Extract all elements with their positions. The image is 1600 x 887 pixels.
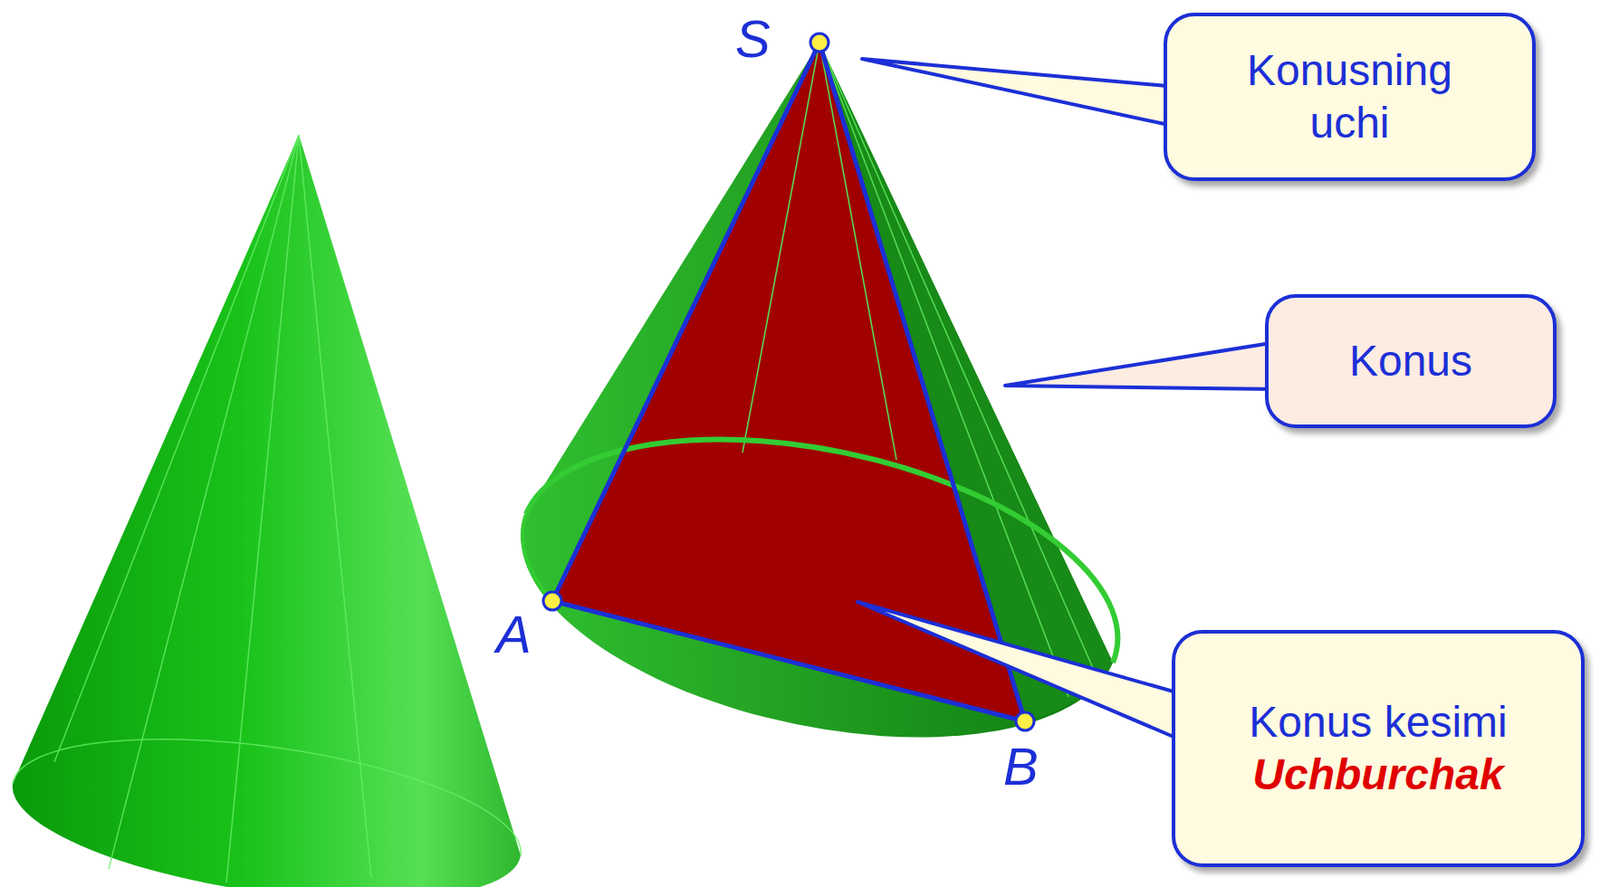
base-point xyxy=(1015,712,1035,731)
callout-box: Konusning uchi xyxy=(1163,12,1536,182)
callout-box: Konus xyxy=(1264,294,1557,429)
point-label: S xyxy=(735,12,771,66)
base-point xyxy=(543,592,562,611)
callout-text: Uchburchak xyxy=(1252,748,1504,802)
point-label: B xyxy=(1003,740,1039,794)
apex-point xyxy=(810,33,829,52)
callout-text: Konus xyxy=(1349,335,1473,388)
callout-text: Konusning uchi xyxy=(1218,44,1482,149)
solid-cone xyxy=(12,134,521,887)
callout-box: Konus kesimiUchburchak xyxy=(1171,630,1585,868)
point-label: A xyxy=(496,608,532,662)
callout-text: Konus kesimi xyxy=(1248,696,1507,749)
